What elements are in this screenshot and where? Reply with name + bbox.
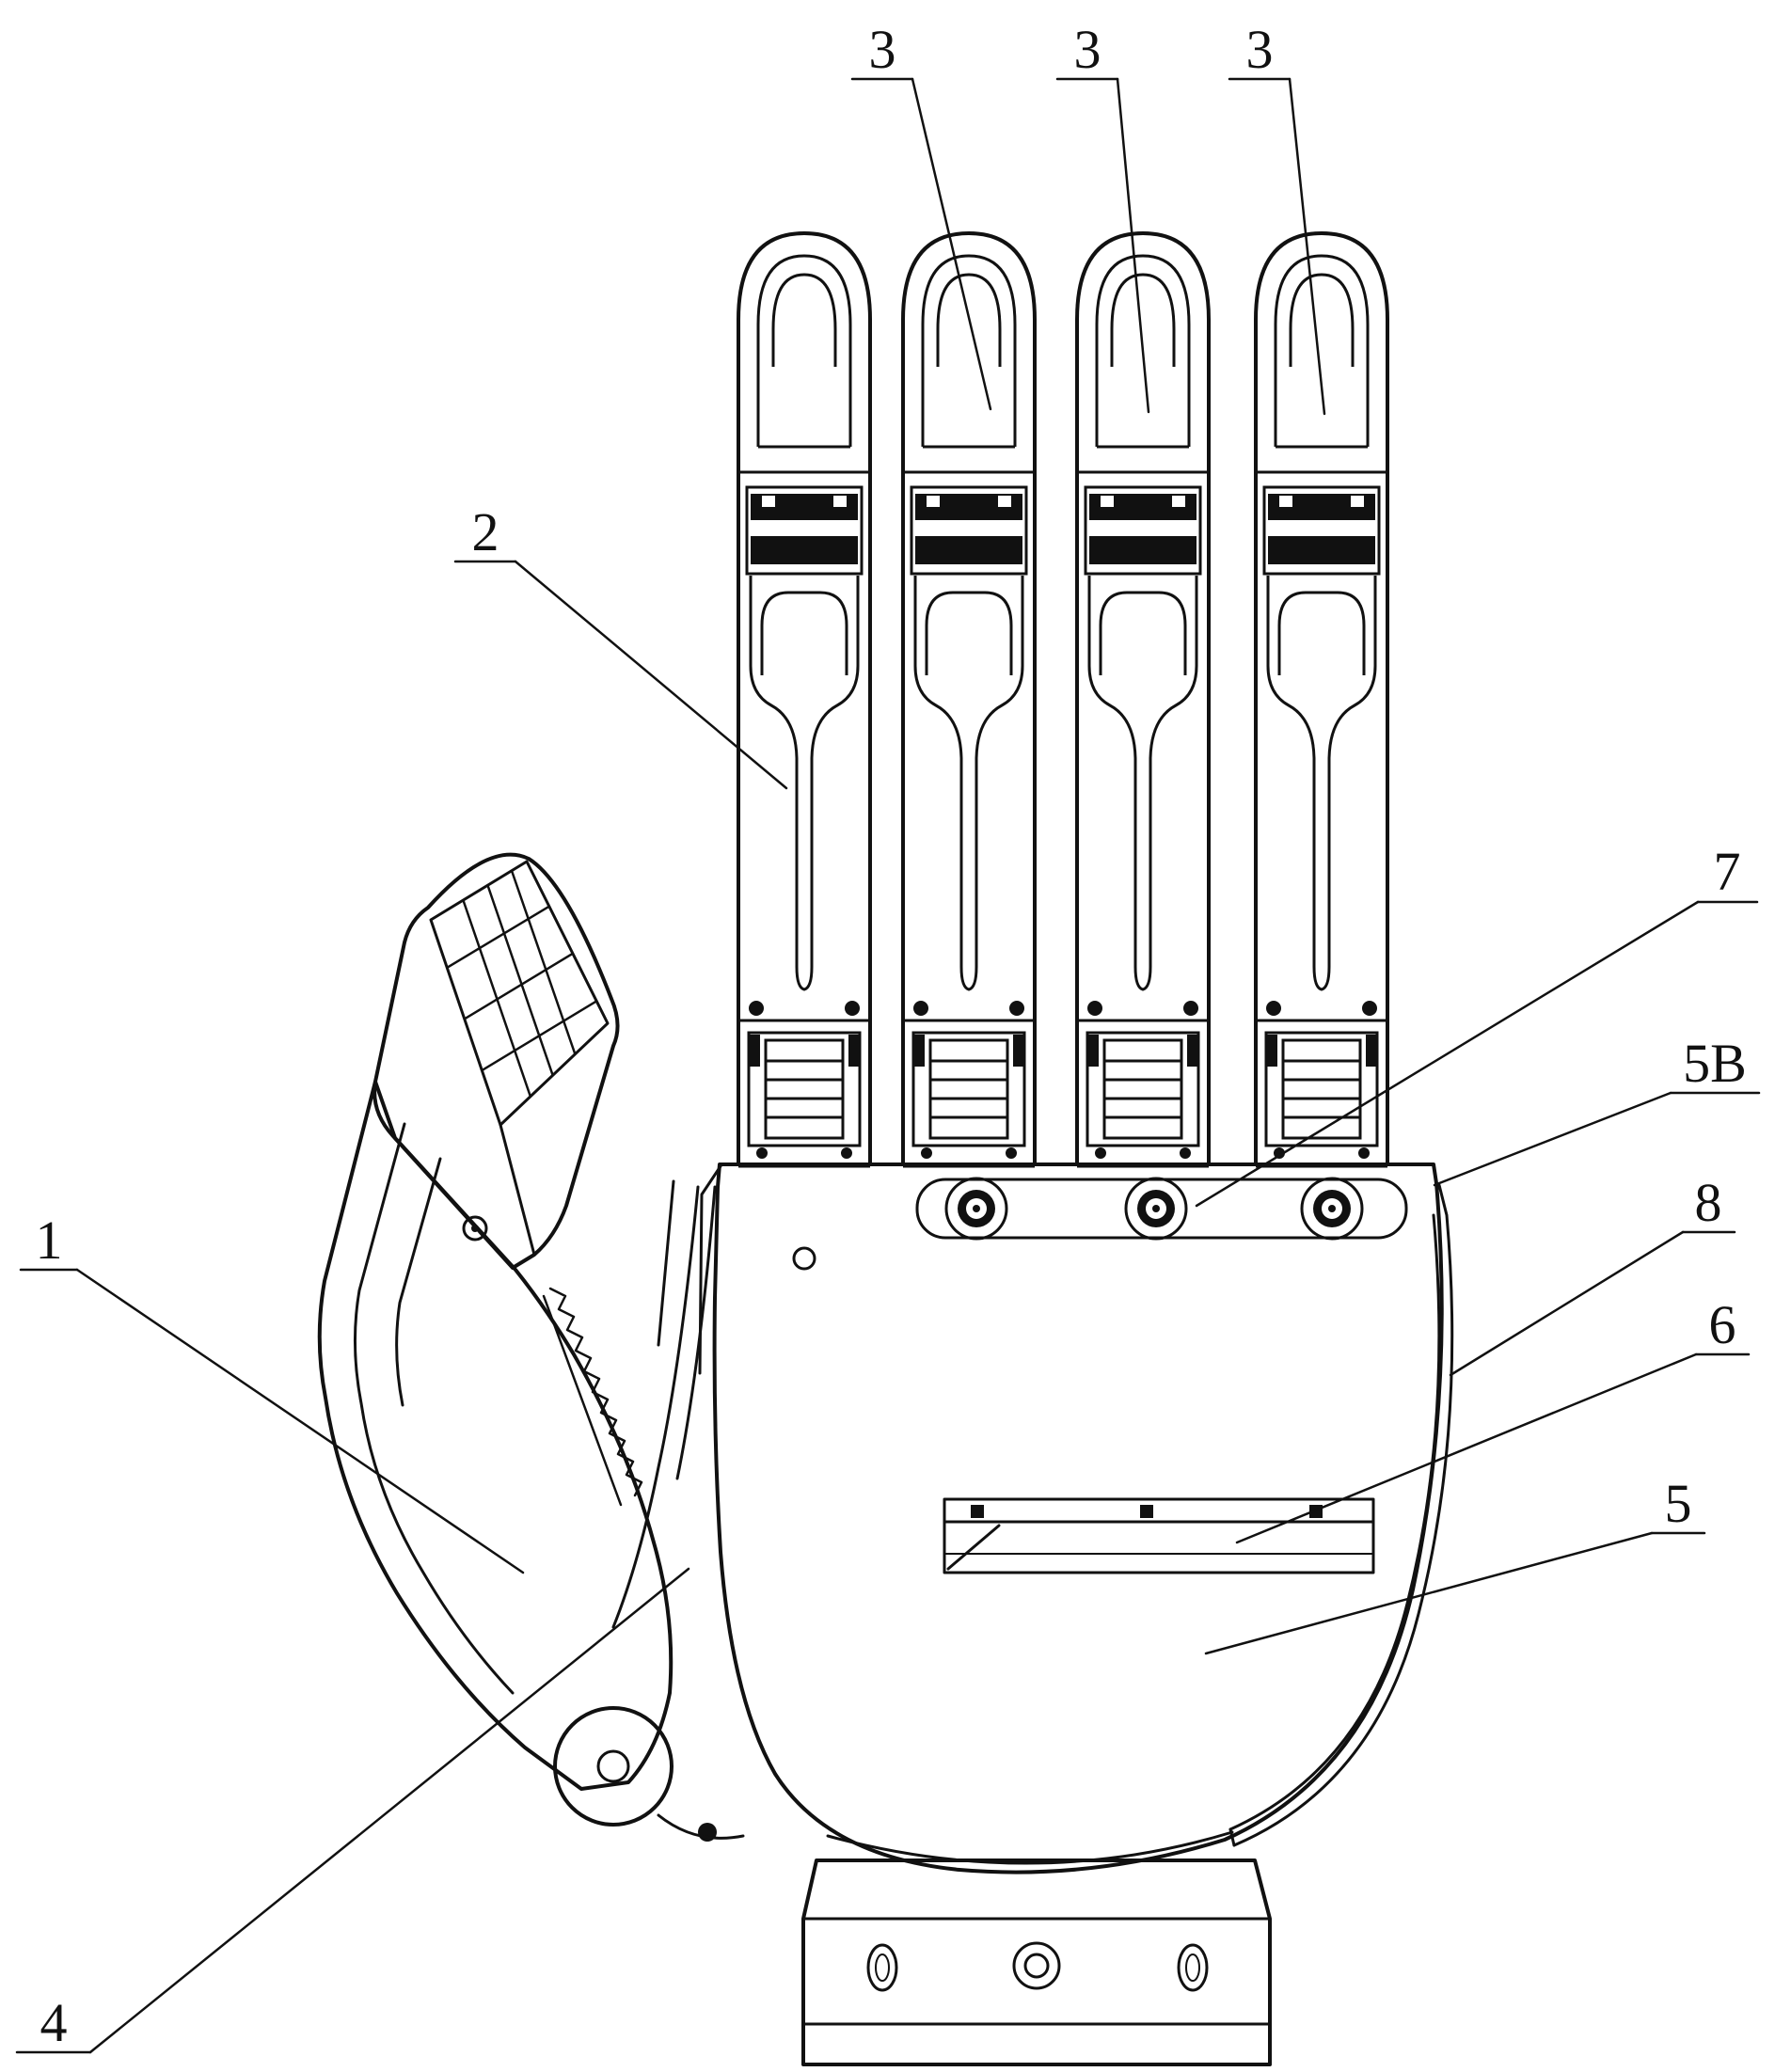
- thumb-joint: [553, 1706, 745, 1842]
- wrist-base: [801, 1858, 1272, 2066]
- thumb-proximal: [317, 1080, 674, 1791]
- thumb-contour-line: [353, 1122, 515, 1695]
- leader-6: [1235, 1352, 1698, 1544]
- thumb-screw: [462, 1215, 488, 1242]
- reference-numerals: 3 3 3 2 7 5B 8 6 5 1 4: [36, 19, 1747, 2053]
- leader-5: [1204, 1531, 1654, 1655]
- ref-label-5: 5: [1665, 1473, 1692, 1534]
- finger-assemblies: [737, 231, 1389, 1168]
- ref-label-8: 8: [1695, 1172, 1722, 1233]
- thumb-palm-junction: [611, 1179, 717, 1629]
- ref-label-5b: 5B: [1683, 1033, 1747, 1094]
- ref-label-3-first: 3: [869, 19, 896, 80]
- thumb-grid-face: [429, 860, 610, 1127]
- leader-5b: [1433, 1091, 1672, 1187]
- thumb-contour-line-2: [395, 1157, 442, 1407]
- leader-7: [1195, 900, 1700, 1208]
- finger-4: [1254, 231, 1389, 1168]
- ref-label-3-third: 3: [1246, 19, 1274, 80]
- finger-1: [737, 231, 872, 1168]
- finger-2: [901, 231, 1037, 1168]
- leader-8: [1449, 1230, 1685, 1377]
- thumb-tip: [372, 852, 620, 1270]
- finger-3: [1075, 231, 1211, 1168]
- leader-3a: [911, 77, 992, 411]
- ref-label-7: 7: [1714, 841, 1741, 902]
- thumb-screw-center: [471, 1225, 479, 1232]
- ref-label-3-second: 3: [1074, 19, 1101, 80]
- palm-left-chamfer: [698, 1164, 722, 1375]
- leader-3c: [1288, 77, 1326, 416]
- knuckle-roller-bar: [792, 1177, 1408, 1271]
- ref-label-2: 2: [472, 501, 499, 562]
- thumb-serration: [548, 1287, 643, 1497]
- bolt-holes: [866, 1941, 1209, 1992]
- side-guard-strip: [1228, 1183, 1454, 1847]
- leader-1: [75, 1268, 525, 1574]
- ref-label-1: 1: [36, 1210, 63, 1271]
- thumb-serration-edge: [542, 1294, 623, 1507]
- leader-lines: [15, 77, 1761, 2054]
- leader-2: [514, 560, 788, 790]
- palm-bottom-rim: [826, 1830, 1234, 1865]
- roller-3: [1300, 1177, 1364, 1241]
- palm-slot: [943, 1497, 1375, 1574]
- palm-screw-hole: [792, 1246, 816, 1271]
- ref-label-6: 6: [1709, 1294, 1736, 1355]
- thumb-assembly: [317, 852, 745, 1842]
- leader-4: [88, 1567, 690, 2054]
- thumb-face-edge: [499, 1123, 536, 1257]
- ref-label-4: 4: [40, 1992, 68, 2053]
- leader-3b: [1116, 77, 1150, 414]
- roller-2: [1124, 1177, 1188, 1241]
- roller-1: [944, 1177, 1008, 1241]
